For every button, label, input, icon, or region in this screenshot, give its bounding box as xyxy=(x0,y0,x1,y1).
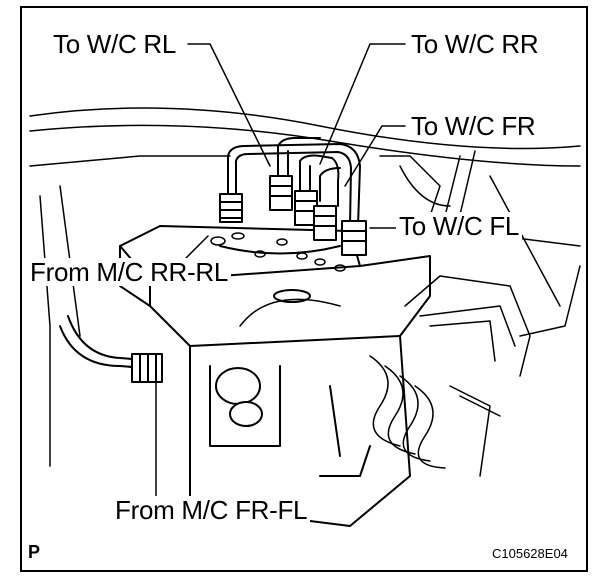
figure-frame xyxy=(20,6,588,572)
abs-actuator-illustration xyxy=(29,43,581,527)
label-from-mc-rr-rl: From M/C RR-RL xyxy=(27,258,232,286)
wire-harness xyxy=(369,265,581,477)
flare-nuts xyxy=(131,175,367,383)
label-to-wc-rl: To W/C RL xyxy=(50,30,179,58)
engine-bay-lines xyxy=(29,107,581,467)
figure-code: C105628E04 xyxy=(492,546,568,561)
leader-lines xyxy=(155,43,406,497)
corner-mark: P xyxy=(28,542,41,562)
port-holes xyxy=(210,232,346,272)
label-from-mc-fr-fl: From M/C FR-FL xyxy=(112,496,311,524)
label-to-wc-rr: To W/C RR xyxy=(408,30,542,58)
label-to-wc-fr: To W/C FR xyxy=(408,112,539,140)
label-to-wc-fl: To W/C FL xyxy=(396,212,523,240)
